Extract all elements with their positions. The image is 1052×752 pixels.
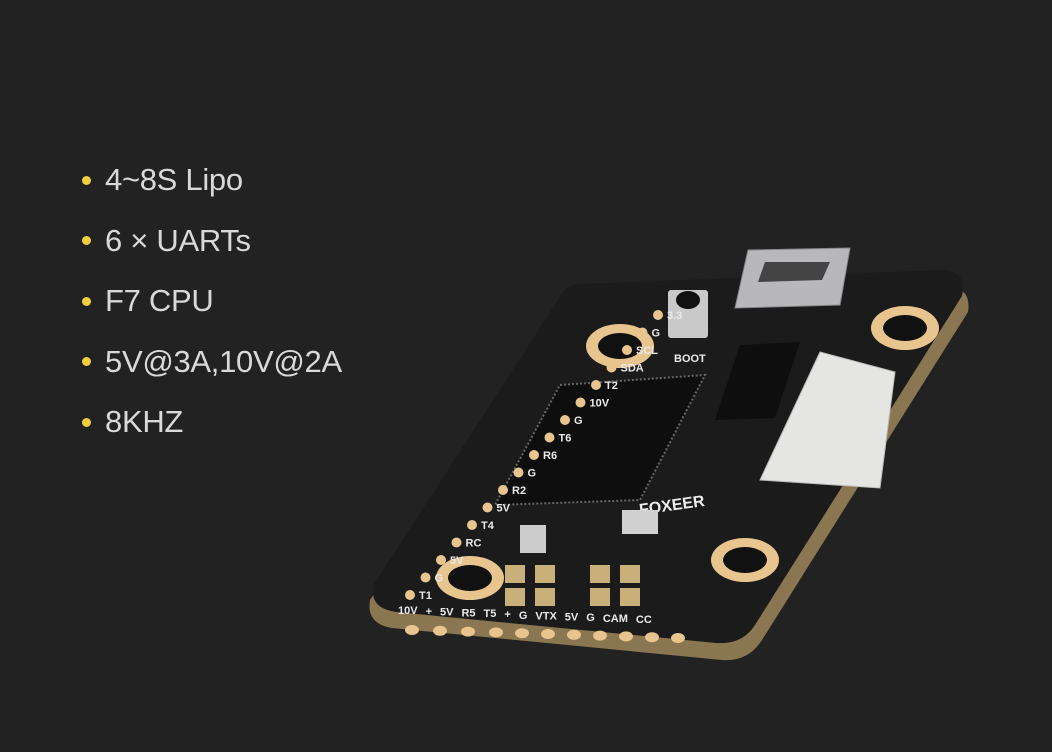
feature-item: F7 CPU — [82, 271, 342, 332]
solder-pad — [645, 632, 659, 643]
bullet-icon — [82, 296, 91, 306]
solder-pad — [482, 502, 493, 513]
pin-label: G — [574, 415, 583, 427]
pin-label: T1 — [419, 590, 432, 602]
usb-slot — [758, 262, 830, 282]
pin-label: T4 — [481, 520, 495, 532]
mcu-chip — [493, 373, 707, 507]
pin-label: T6 — [559, 433, 572, 445]
solder-pad — [489, 627, 503, 638]
mount-holes — [436, 306, 939, 600]
bullet-icon — [82, 236, 91, 246]
pin-label: G — [652, 328, 661, 340]
components — [505, 510, 658, 606]
solder-pad — [591, 380, 601, 390]
feature-label: 5V@3A,10V@2A — [105, 343, 342, 379]
solder-pad — [436, 555, 446, 565]
chip — [715, 342, 800, 420]
pin-label: 3.3 — [667, 310, 682, 322]
solder-pad — [560, 415, 570, 425]
solder-pad — [467, 520, 477, 530]
bullet-icon — [82, 357, 91, 367]
solder-pad — [515, 628, 529, 639]
pin-label: CAM — [603, 613, 628, 625]
solder-pad — [461, 626, 475, 637]
solder-pad — [451, 537, 462, 548]
pin-label: SDA — [621, 363, 644, 375]
pin-label: G — [519, 610, 528, 622]
feature-label: F7 CPU — [105, 283, 214, 319]
solder-pad — [606, 362, 617, 373]
feature-list: 4~8S Lipo 6 × UARTs F7 CPU 5V@3A,10V@2A … — [82, 150, 342, 453]
solder-pad — [544, 432, 555, 443]
solder-pad — [671, 633, 685, 643]
bullet-icon — [82, 175, 91, 185]
feature-label: 6 × UARTs — [105, 222, 251, 258]
pin-label: G — [435, 573, 444, 585]
connector — [759, 351, 896, 489]
bullet-icon — [82, 417, 91, 427]
pin-label: + — [504, 609, 510, 621]
solder-pad — [405, 590, 415, 600]
feature-item: 8KHZ — [82, 392, 342, 453]
solder-pad — [433, 625, 447, 636]
pin-label: 5V — [565, 611, 579, 623]
pin-label: R5 — [461, 607, 475, 619]
pin-label: R6 — [543, 450, 557, 462]
pin-label: R2 — [512, 485, 526, 497]
solder-pad — [405, 625, 419, 635]
pin-label: 10V — [590, 398, 610, 410]
pin-label: 5V — [497, 503, 511, 515]
solder-pad — [653, 310, 663, 320]
bottom-pin-row: 10V +5V R5 T5 + G VTX 5V G CAM CC — [398, 605, 685, 643]
solder-pad — [575, 397, 586, 408]
boot-label: BOOT — [674, 353, 706, 365]
solder-pad — [420, 572, 431, 583]
pin-label: 5V — [450, 555, 464, 567]
feature-item: 4~8S Lipo — [82, 150, 342, 211]
pin-label: T5 — [484, 608, 497, 620]
solder-pad — [529, 450, 539, 460]
pin-label: T2 — [605, 380, 618, 392]
solder-pad — [541, 629, 555, 639]
feature-label: 8KHZ — [105, 404, 184, 440]
pin-label: 10V — [398, 605, 418, 617]
pin-label: SCL — [636, 345, 658, 357]
pin-label: CC — [636, 614, 652, 626]
pin-label: G — [528, 468, 537, 480]
solder-pad — [498, 485, 508, 495]
feature-item: 5V@3A,10V@2A — [82, 332, 342, 393]
pin-label: 5V — [440, 607, 454, 619]
solder-pad — [622, 345, 632, 355]
pin-label: RC — [466, 538, 482, 550]
feature-label: 4~8S Lipo — [105, 162, 243, 198]
solder-pad — [637, 327, 648, 338]
feature-item: 6 × UARTs — [82, 211, 342, 272]
pin-label: + — [426, 606, 432, 618]
pin-label: VTX — [535, 611, 557, 623]
solder-pad — [513, 467, 524, 478]
solder-pad — [593, 630, 607, 641]
solder-pad — [567, 629, 581, 640]
solder-pad — [619, 631, 633, 642]
pin-label: G — [586, 612, 595, 624]
